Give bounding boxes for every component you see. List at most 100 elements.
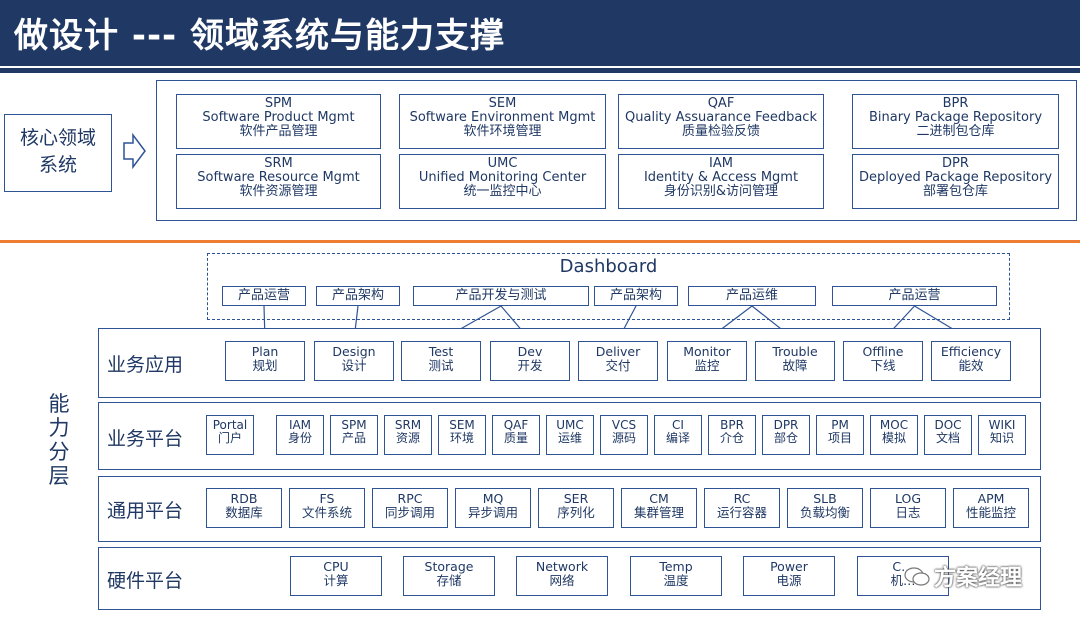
capability-label-char: 层	[48, 464, 70, 488]
capability-item-en: DOC	[934, 418, 962, 432]
capability-item-cn: 规划	[252, 357, 278, 373]
capability-item-cn: 序列化	[557, 504, 595, 520]
capability-item-en: Trouble	[772, 344, 818, 359]
capability-item-cn: 温度	[663, 572, 689, 588]
capability-item-en: DPR	[773, 418, 799, 432]
capability-item-en: Portal	[212, 418, 248, 432]
capability-item-cn: 知识	[989, 431, 1014, 446]
capability-item-cn: 故障	[782, 357, 808, 373]
wechat-icon	[904, 567, 930, 586]
domain-name-en: Quality Assuarance Feedback	[625, 110, 817, 126]
capability-item-cn: 质量	[503, 431, 528, 446]
capability-item-cn: 运维	[557, 431, 582, 446]
domain-name-cn: 软件资源管理	[239, 184, 318, 200]
dashboard-title: Dashboard	[559, 256, 658, 277]
capability-item-en: SLB	[813, 491, 837, 506]
capability-item-en: SER	[563, 491, 589, 506]
capability-item-cn: 部仓	[773, 431, 798, 446]
capability-item-cn: 性能监控	[965, 504, 1016, 520]
capability-item-en: SEM	[449, 418, 475, 432]
capability-item-en: Dev	[517, 344, 543, 359]
capability-item-cn: 同步调用	[384, 504, 435, 520]
domain-name-en: Deployed Package Repository	[858, 170, 1053, 186]
capability-item-cn: 文档	[935, 431, 960, 446]
capability-item-en: Power	[770, 559, 808, 574]
layer-label: 通用平台	[107, 500, 184, 522]
capability-item-en: Deliver	[595, 344, 641, 359]
capability-item-cn: 计算	[323, 572, 349, 588]
capability-item-cn: 存储	[436, 572, 462, 588]
capability-label-char: 分	[48, 440, 70, 464]
capability-item-cn: 编译	[665, 431, 690, 446]
domain-abbr: SEM	[488, 96, 517, 111]
capability-item-en: RC	[733, 491, 751, 506]
capability-item-en: Monitor	[683, 344, 731, 359]
domain-name-en: Software Resource Mgmt	[197, 170, 360, 186]
capability-item-cn: 项目	[827, 431, 852, 446]
domain-name-cn: 质量检验反馈	[681, 124, 760, 140]
header-underline	[0, 68, 1080, 73]
capability-item-en: MQ	[482, 491, 504, 506]
capability-item-cn: 门户	[217, 431, 242, 446]
layer-label: 业务应用	[107, 354, 184, 376]
capability-item-cn: 环境	[449, 431, 474, 446]
layer-label: 业务平台	[107, 428, 184, 450]
section-divider	[0, 240, 1080, 243]
capability-item-cn: 测试	[428, 357, 454, 373]
layer-label: 硬件平台	[107, 570, 184, 592]
capability-item-en: Efficiency	[940, 344, 1002, 359]
capability-item-en: RDB	[230, 491, 258, 506]
domain-name-cn: 软件环境管理	[463, 124, 542, 140]
domain-name-cn: 身份识别&访问管理	[663, 184, 779, 200]
domain-name-cn: 软件产品管理	[239, 124, 318, 140]
capability-item-en: Test	[428, 344, 454, 359]
dashboard-tag: 产品运维	[688, 286, 816, 306]
capability-item-cn: 日志	[895, 504, 921, 520]
capability-item-en: LOG	[894, 491, 922, 506]
page-title: 做设计 --- 领域系统与能力支撑	[14, 16, 506, 56]
capability-item-en: CPU	[323, 559, 349, 574]
capability-item-cn: 运行容器	[716, 504, 767, 520]
dashboard-tag: 产品架构	[316, 286, 400, 306]
domain-abbr: SPM	[264, 96, 293, 111]
domain-name-en: Binary Package Repository	[868, 110, 1043, 126]
capability-item-en: Plan	[251, 344, 279, 359]
capability-item-en: WIKI	[988, 418, 1016, 432]
dashboard-tag: 产品架构	[594, 286, 678, 306]
capability-item-cn: 下线	[870, 357, 896, 373]
capability-item-cn: 监控	[694, 357, 720, 373]
capability-item-en: SRM	[394, 418, 422, 432]
